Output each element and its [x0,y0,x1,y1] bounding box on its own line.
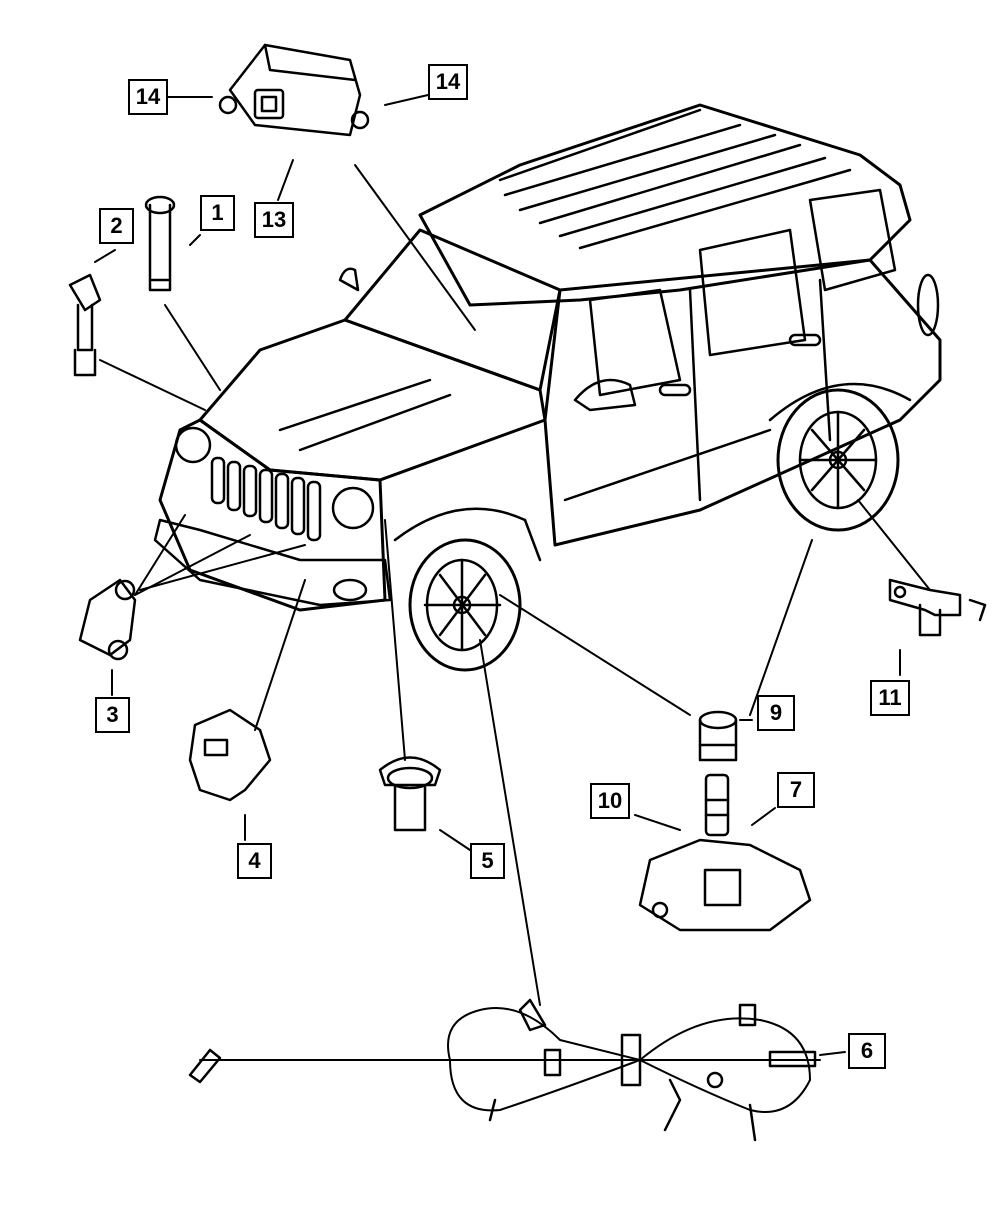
tire-pressure-sensor-part [638,773,812,932]
callout-1: 1 [200,195,235,231]
callout-3: 3 [95,697,130,733]
callout-13: 13 [254,202,294,238]
grille [210,456,322,542]
callout-14-right: 14 [428,64,468,100]
callout-6: 6 [848,1033,886,1069]
callout-4: 4 [237,843,272,879]
callout-11: 11 [870,680,910,716]
impact-sensor-part [78,578,137,661]
sensor-tube-part [144,195,176,292]
callout-2: 2 [99,208,134,244]
vehicle-illustration [153,103,942,672]
callout-5: 5 [470,843,505,879]
callout-9: 9 [757,695,795,731]
wiring-harness-part [188,998,821,1142]
callout-7: 7 [777,772,815,808]
leader-lines [94,94,931,1056]
callout-10: 10 [590,783,630,819]
control-module-part [218,43,370,137]
valve-cap-part [698,710,738,762]
sensor-part-5 [378,756,442,832]
sensor-part-2 [68,273,102,377]
wheel-speed-sensor-part [888,578,987,637]
callout-14-left: 14 [128,79,168,115]
bracket-part-4 [188,708,272,802]
